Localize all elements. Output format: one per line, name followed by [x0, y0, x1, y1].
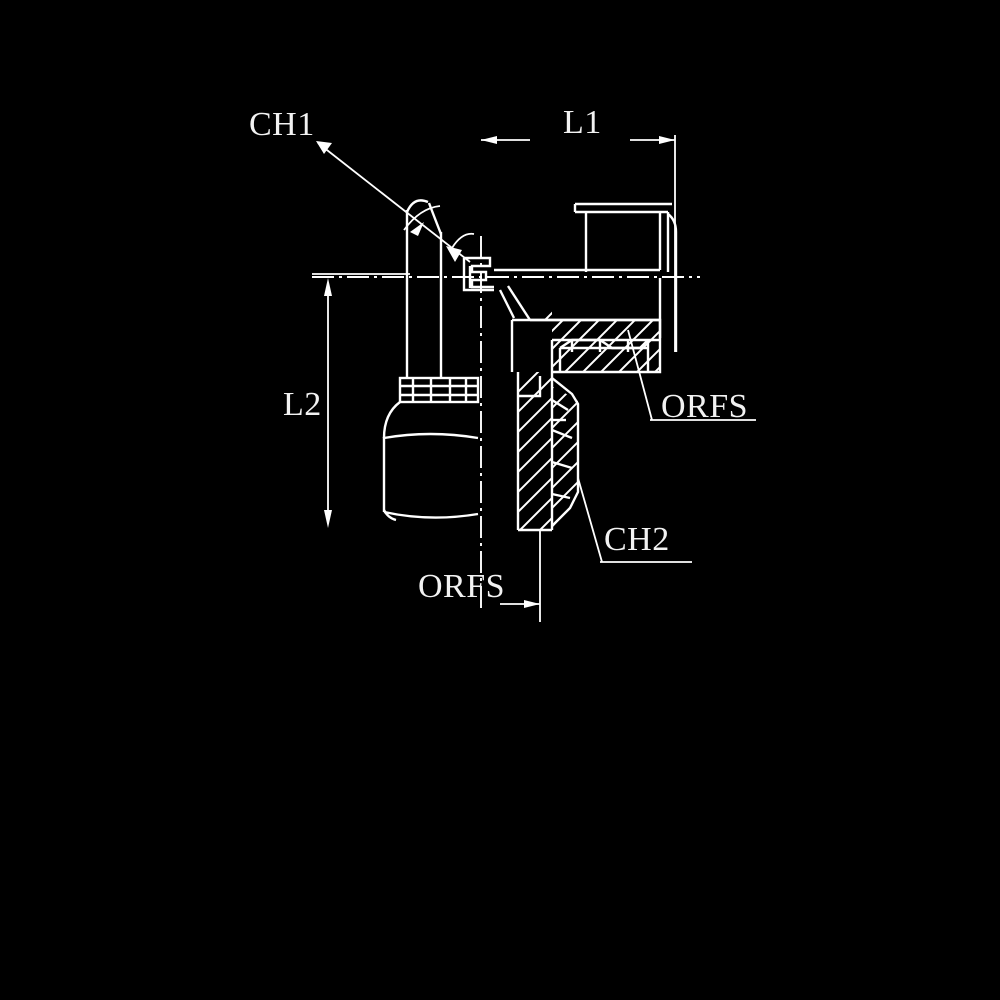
callout-label-orfs-lower: ORFS [418, 568, 506, 605]
thread-profile-upper [559, 338, 649, 352]
knurled-collar-band [398, 376, 480, 404]
left-tube-stem [405, 199, 443, 378]
center-seal-detail [462, 256, 494, 292]
dimension-label-ch2: CH2 [604, 521, 670, 558]
dimension-l2 [312, 273, 410, 528]
lower-section-hatching [516, 372, 554, 532]
leader-ch1 [316, 141, 475, 263]
lower-nut-body [382, 401, 479, 522]
upper-section-hatching [510, 300, 662, 374]
dimension-label-l2: L2 [283, 386, 322, 423]
horizontal-arm-body [494, 268, 660, 321]
leader-ch2 [577, 477, 692, 563]
dimension-label-ch1: CH1 [249, 106, 315, 143]
right-hex-nut [573, 202, 678, 272]
leader-orfs-upper [627, 329, 756, 421]
dimension-l1 [481, 135, 676, 352]
dimension-label-l1: L1 [563, 104, 602, 141]
callout-label-orfs-upper: ORFS [661, 388, 749, 425]
leader-orfs-lower [500, 530, 541, 622]
